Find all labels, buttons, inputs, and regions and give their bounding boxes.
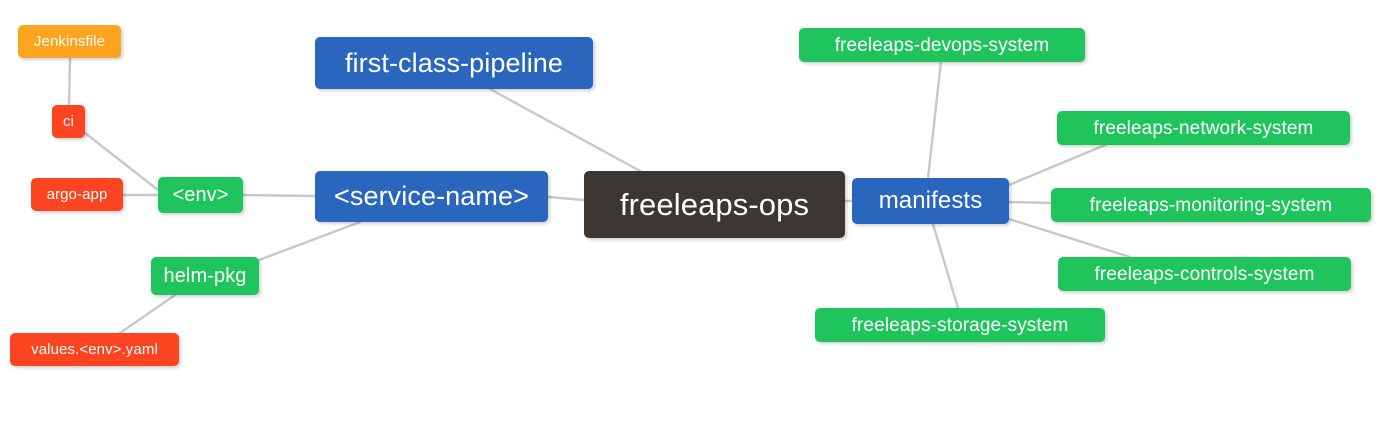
node-label-manifests: manifests	[878, 187, 983, 214]
edge-service-name-to-freeleaps-ops	[546, 195, 586, 202]
node-devops-system[interactable]: freeleaps-devops-system	[799, 28, 1085, 62]
node-values-yaml[interactable]: values.<env>.yaml	[10, 333, 179, 366]
node-label-values-yaml: values.<env>.yaml	[31, 341, 158, 358]
node-label-devops-system: freeleaps-devops-system	[834, 34, 1050, 56]
edge-first-class-pipeline-to-freeleaps-ops	[488, 87, 642, 173]
node-storage-system[interactable]: freeleaps-storage-system	[815, 308, 1105, 342]
node-network-system[interactable]: freeleaps-network-system	[1057, 111, 1350, 145]
edge-manifests-to-network-system	[1007, 143, 1107, 187]
edge-devops-system-to-manifests	[926, 60, 943, 180]
node-label-network-system: freeleaps-network-system	[1093, 117, 1314, 139]
node-jenkinsfile[interactable]: Jenkinsfile	[18, 25, 121, 58]
edge-helm-pkg-to-values-yaml	[118, 293, 177, 335]
node-env[interactable]: <env>	[158, 177, 243, 213]
edge-manifests-to-controls	[1007, 217, 1132, 259]
node-ci[interactable]: ci	[52, 105, 85, 138]
edge-env-to-service-name	[241, 193, 317, 198]
node-label-first-class-pipeline: first-class-pipeline	[344, 47, 564, 78]
node-freeleaps-ops[interactable]: freeleaps-ops	[584, 171, 845, 238]
edge-manifests-to-monitoring	[1007, 200, 1053, 205]
node-manifests[interactable]: manifests	[852, 178, 1009, 224]
node-service-name[interactable]: <service-name>	[315, 171, 548, 222]
node-label-storage-system: freeleaps-storage-system	[851, 314, 1069, 336]
node-label-jenkinsfile: Jenkinsfile	[33, 33, 106, 50]
node-label-controls-system: freeleaps-controls-system	[1094, 263, 1315, 285]
node-label-argo-app: argo-app	[46, 186, 108, 203]
node-label-helm-pkg: helm-pkg	[163, 265, 247, 287]
node-first-class-pipeline[interactable]: first-class-pipeline	[315, 37, 593, 89]
node-label-freeleaps-ops: freeleaps-ops	[619, 187, 810, 222]
node-label-env: <env>	[172, 184, 229, 206]
node-helm-pkg[interactable]: helm-pkg	[151, 257, 259, 295]
edge-service-name-to-helm-pkg	[257, 220, 362, 262]
node-label-service-name: <service-name>	[334, 181, 529, 211]
node-label-ci: ci	[62, 113, 75, 130]
node-label-monitoring-system: freeleaps-monitoring-system	[1089, 194, 1333, 216]
node-controls-system[interactable]: freeleaps-controls-system	[1058, 257, 1351, 291]
edge-manifests-to-storage	[931, 222, 960, 310]
edge-jenkinsfile-to-ci	[67, 56, 72, 107]
node-monitoring-system[interactable]: freeleaps-monitoring-system	[1051, 188, 1371, 222]
node-argo-app[interactable]: argo-app	[31, 178, 123, 211]
